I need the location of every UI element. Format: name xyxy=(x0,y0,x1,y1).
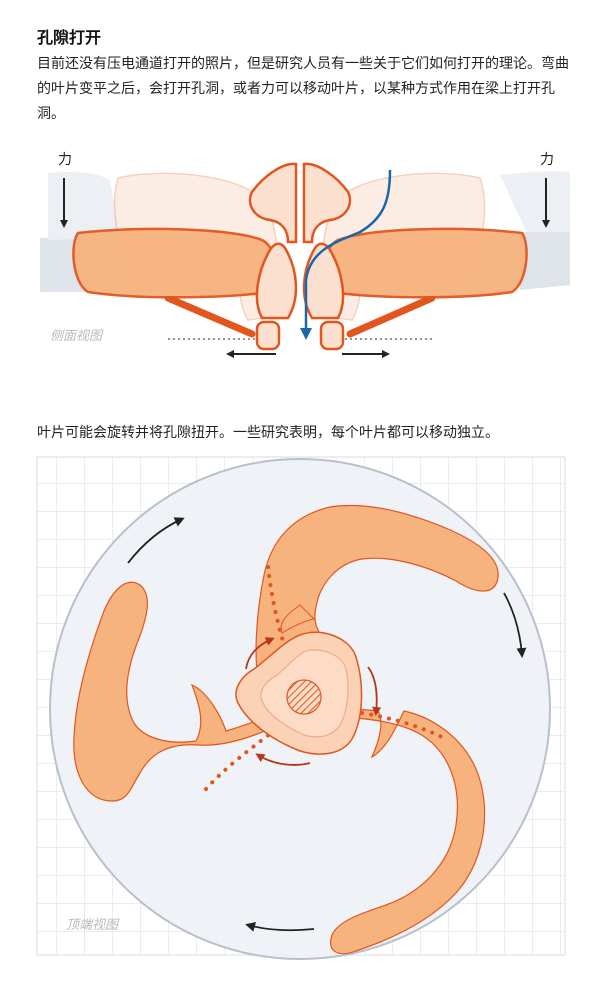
inner-helix-right xyxy=(302,242,345,320)
side-view-diagram: 力 力 侧面视图 xyxy=(40,152,570,358)
blade-right xyxy=(323,227,528,299)
central-pore xyxy=(286,679,322,715)
beam-right xyxy=(346,294,436,338)
blade-bottom xyxy=(327,708,486,955)
top-view-label: 顶端视图 xyxy=(66,918,120,933)
force-label-left: 力 xyxy=(58,152,72,168)
blade-left xyxy=(73,581,291,802)
rotation-arrow-top xyxy=(245,637,275,670)
beam-trace-left xyxy=(204,729,276,791)
blade-left xyxy=(72,227,277,299)
membrane-band-right xyxy=(520,232,570,290)
top-view-caption: 叶片可能会旋转并将孔隙扭开。一些研究表明，每个叶片都可以移动独立。 xyxy=(37,425,499,441)
cap-left xyxy=(248,162,298,244)
article-intro: 目前还没有压电通道打开的照片，但是研究人员有一些关于它们如何打开的理论。弯曲的叶… xyxy=(37,56,569,122)
rotation-arrow-left xyxy=(255,753,311,766)
rotation-arrow-outer-top xyxy=(127,517,185,564)
rotation-arrow-outer-bottom xyxy=(245,922,315,932)
top-view-diagram: 顶端视图 xyxy=(36,456,566,960)
foot-left xyxy=(255,320,281,351)
rotation-arrow-outer-right xyxy=(503,592,527,658)
membrane-band-right-top xyxy=(500,171,570,240)
side-view-label: 侧面视图 xyxy=(50,329,104,344)
force-label-right: 力 xyxy=(540,152,554,168)
article-title: 孔隙打开 xyxy=(37,28,102,47)
cap-right xyxy=(302,162,352,244)
beam-left xyxy=(164,294,256,338)
pore-flow-arrow xyxy=(300,169,392,340)
blade-top-spur xyxy=(280,604,316,634)
foot-right xyxy=(319,320,345,351)
inner-helix-left xyxy=(255,242,298,320)
rotation-arrow-right xyxy=(367,666,382,716)
